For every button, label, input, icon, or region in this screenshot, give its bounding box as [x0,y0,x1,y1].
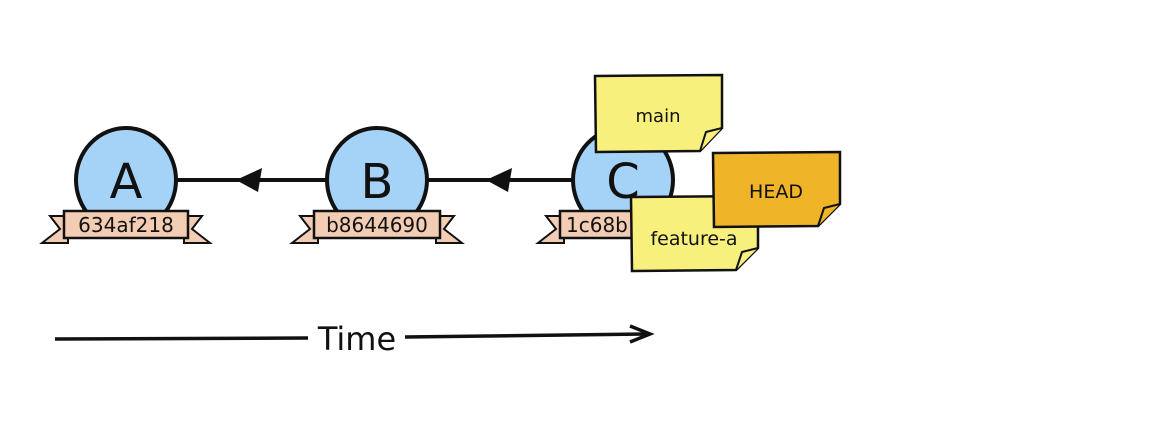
arrowhead-icon [486,168,512,192]
edge-b-to-a [176,168,326,192]
commit-letter: A [110,154,143,210]
commit-a[interactable]: A 634af218 [39,126,213,244]
branch-label: main [636,106,681,127]
commit-letter: B [361,154,394,210]
head-label: HEAD [749,181,803,203]
commit-hash: 1c68b [566,213,628,237]
branch-label: feature-a [650,228,737,250]
branch-note-main[interactable]: main [593,73,724,154]
commit-hash: 634af218 [78,213,174,237]
arrowhead-icon [236,168,262,192]
commit-hash: b8644690 [326,213,428,237]
head-note[interactable]: HEAD [711,150,842,229]
arrowhead-icon [629,324,655,344]
edge-c-to-b [428,168,573,192]
commit-b[interactable]: B b8644690 [289,126,465,244]
hash-ribbon: 634af218 [39,209,213,244]
time-label: Time [317,320,396,358]
hash-ribbon: b8644690 [289,209,465,244]
time-axis: Time [54,320,655,358]
